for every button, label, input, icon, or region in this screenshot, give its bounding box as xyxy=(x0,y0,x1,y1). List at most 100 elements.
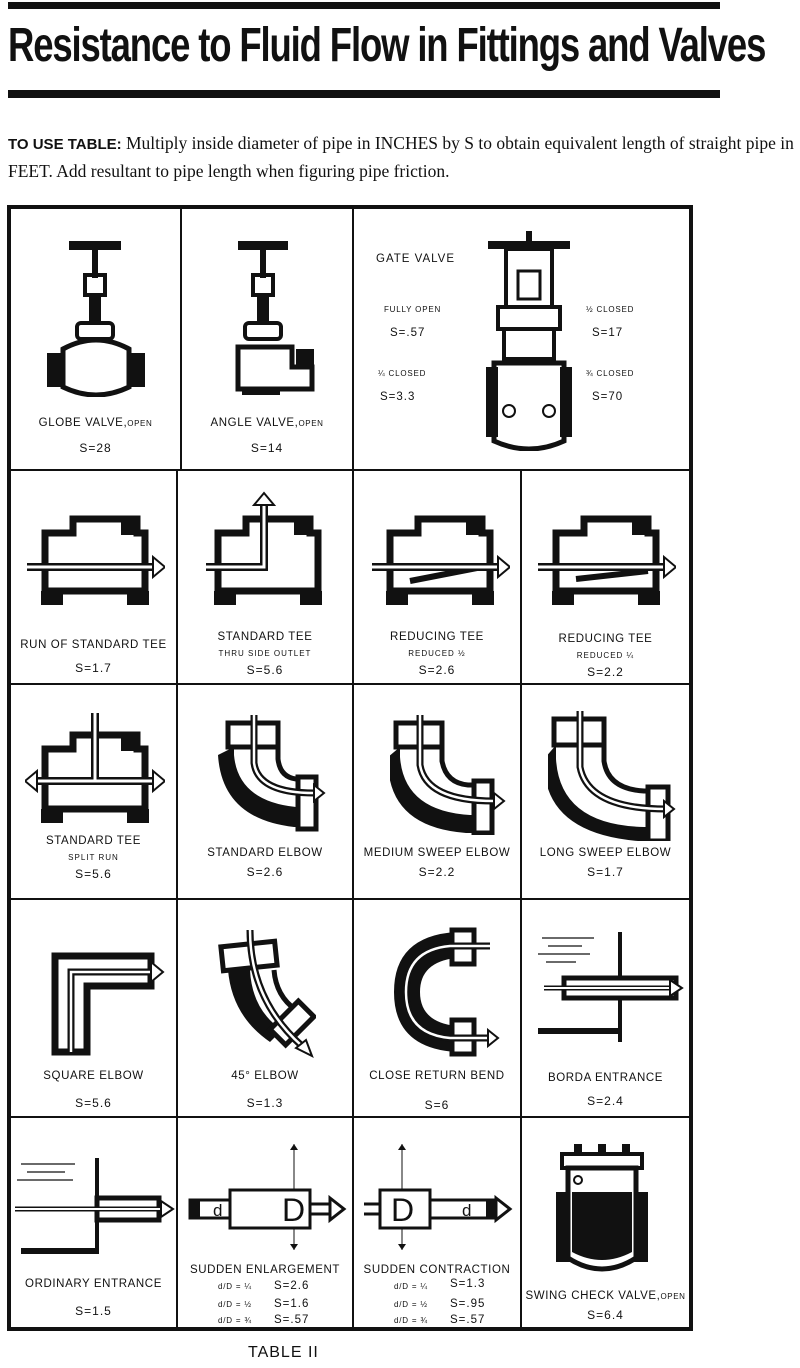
cell-ordinary-entrance: ORDINARY ENTRANCE S=1.5 xyxy=(11,1118,178,1327)
standard-tee-side-label: STANDARD TEE xyxy=(217,631,313,643)
borda-entrance-s: S=2.4 xyxy=(587,1094,624,1108)
run-tee-icon xyxy=(27,515,165,605)
cell-globe-valve: GLOBE VALVE,OPEN S=28 xyxy=(11,209,182,471)
cell-long-sweep-elbow: LONG SWEEP ELBOW S=1.7 xyxy=(522,685,689,900)
gate-s-three-quarter: S=70 xyxy=(592,391,624,403)
standard-elbow-s: S=2.6 xyxy=(246,865,284,879)
gate-state-three-quarter: ¾ CLOSED xyxy=(586,369,635,378)
run-tee-s: S=1.7 xyxy=(75,661,112,675)
instructions-lead: TO USE TABLE: xyxy=(8,136,122,153)
page-title: Resistance to Fluid Flow in Fittings and… xyxy=(8,19,766,72)
standard-tee-side-s: S=5.6 xyxy=(246,663,284,677)
enlargement-ratio-2: d/D = ½ xyxy=(218,1300,252,1309)
medium-sweep-elbow-icon xyxy=(390,715,506,835)
contraction-ratio-1: d/D = ¼ xyxy=(394,1282,428,1291)
enlargement-ratio-3: d/D = ¾ xyxy=(218,1316,252,1325)
square-elbow-icon xyxy=(51,952,165,1056)
medium-sweep-elbow-s: S=2.2 xyxy=(418,865,456,879)
standard-elbow-label: STANDARD ELBOW xyxy=(207,847,323,859)
angle-valve-icon xyxy=(235,241,315,395)
standard-elbow-icon xyxy=(218,715,326,832)
globe-valve-s: S=28 xyxy=(79,441,112,455)
angle-valve-label: ANGLE VALVE, xyxy=(210,417,299,429)
instructions: TO USE TABLE: Multiply inside diameter o… xyxy=(8,130,798,184)
enlargement-s-3: S=.57 xyxy=(274,1314,310,1326)
gate-state-quarter: ¼ CLOSED xyxy=(378,369,427,378)
globe-valve-label: GLOBE VALVE, xyxy=(38,417,128,429)
standard-tee-split-s: S=5.6 xyxy=(75,867,112,881)
sudden-enlargement-label: SUDDEN ENLARGEMENT xyxy=(189,1264,341,1276)
contraction-ratio-2: d/D = ½ xyxy=(394,1300,428,1309)
forty-five-elbow-label: 45° ELBOW xyxy=(231,1070,299,1082)
square-elbow-label: SQUARE ELBOW xyxy=(43,1070,144,1082)
close-return-bend-label: CLOSE RETURN BEND xyxy=(369,1070,505,1082)
contraction-ratio-3: d/D = ¾ xyxy=(394,1316,428,1325)
cell-sudden-enlargement: d D SUDDEN ENLARGEMENT d/D = ¼ S=2.6 d/D… xyxy=(178,1118,354,1327)
standard-tee-split-sub: SPLIT RUN xyxy=(68,853,119,862)
ordinary-entrance-icon xyxy=(15,1158,175,1254)
close-return-bend-icon xyxy=(394,927,500,1057)
cell-sudden-contraction: D d SUDDEN CONTRACTION d/D = ¼ S=1.3 d/D… xyxy=(354,1118,522,1327)
enlargement-big-letter: D xyxy=(282,1192,307,1228)
cell-standard-tee-side: STANDARD TEE THRU SIDE OUTLET S=5.6 xyxy=(178,471,354,685)
cell-reducing-tee-half: REDUCING TEE REDUCED ½ S=2.6 xyxy=(354,471,522,685)
reducing-tee-quarter-icon xyxy=(538,515,676,605)
ordinary-entrance-s: S=1.5 xyxy=(75,1304,112,1318)
contraction-big-letter: D xyxy=(391,1192,416,1228)
reducing-tee-half-s: S=2.6 xyxy=(418,663,456,677)
forty-five-elbow-s: S=1.3 xyxy=(246,1096,284,1110)
gate-valve-icon xyxy=(486,231,572,451)
gate-valve-label: GATE VALVE xyxy=(376,253,456,265)
run-tee-label: RUN OF STANDARD TEE xyxy=(20,639,167,651)
cell-swing-check-valve: SWING CHECK VALVE,OPEN S=6.4 xyxy=(522,1118,689,1327)
cell-standard-tee-split: STANDARD TEE SPLIT RUN S=5.6 xyxy=(11,685,178,900)
enlargement-s-2: S=1.6 xyxy=(274,1298,310,1310)
close-return-bend-s: S=6 xyxy=(424,1098,450,1112)
sudden-contraction-label: SUDDEN CONTRACTION xyxy=(363,1264,511,1276)
globe-valve-note: OPEN xyxy=(127,419,153,428)
borda-entrance-icon xyxy=(538,932,684,1042)
cell-borda-entrance: BORDA ENTRANCE S=2.4 xyxy=(522,900,689,1118)
reducing-tee-half-label: REDUCING TEE xyxy=(390,631,484,643)
swing-check-valve-label: SWING CHECK VALVE, xyxy=(525,1290,661,1302)
top-rule xyxy=(8,2,720,9)
long-sweep-elbow-icon xyxy=(548,711,676,841)
forty-five-elbow-icon xyxy=(218,930,316,1059)
ordinary-entrance-label: ORDINARY ENTRANCE xyxy=(25,1278,162,1290)
fittings-table: GLOBE VALVE,OPEN S=28 ANGLE VALVE,OPEN S… xyxy=(7,205,693,1331)
medium-sweep-elbow-label: MEDIUM SWEEP ELBOW xyxy=(363,847,511,859)
cell-medium-sweep-elbow: MEDIUM SWEEP ELBOW S=2.2 xyxy=(354,685,522,900)
standard-tee-side-icon xyxy=(206,491,322,605)
reducing-tee-quarter-sub: REDUCED ¼ xyxy=(576,651,635,660)
angle-valve-s: S=14 xyxy=(250,441,284,455)
standard-tee-split-label: STANDARD TEE xyxy=(46,835,141,847)
square-elbow-s: S=5.6 xyxy=(75,1096,112,1110)
cell-close-return-bend: CLOSE RETURN BEND S=6 xyxy=(354,900,522,1118)
contraction-small-letter: d xyxy=(462,1201,473,1220)
contraction-s-2: S=.95 xyxy=(450,1298,486,1310)
swing-check-valve-s: S=6.4 xyxy=(587,1308,624,1322)
gate-state-half: ½ CLOSED xyxy=(586,305,635,314)
gate-s-fully-open: S=.57 xyxy=(390,327,426,339)
cell-45-elbow: 45° ELBOW S=1.3 xyxy=(178,900,354,1118)
cell-run-of-standard-tee: RUN OF STANDARD TEE S=1.7 xyxy=(11,471,178,685)
table-caption: TABLE II xyxy=(248,1344,319,1361)
reducing-tee-half-sub: REDUCED ½ xyxy=(408,649,466,658)
cell-angle-valve: ANGLE VALVE,OPEN S=14 xyxy=(182,209,354,471)
cell-gate-valve: GATE VALVE FULLY OPEN S=.57 ¼ CLOSED S=3… xyxy=(354,209,689,471)
swing-check-valve-icon xyxy=(556,1144,648,1272)
standard-tee-split-icon xyxy=(25,713,165,823)
contraction-s-1: S=1.3 xyxy=(450,1278,486,1290)
instructions-text: Multiply inside diameter of pipe in INCH… xyxy=(8,133,794,181)
swing-check-valve-note: OPEN xyxy=(660,1292,686,1301)
long-sweep-elbow-s: S=1.7 xyxy=(587,865,624,879)
angle-valve-note: OPEN xyxy=(298,419,324,428)
cell-standard-elbow: STANDARD ELBOW S=2.6 xyxy=(178,685,354,900)
enlargement-ratio-1: d/D = ¼ xyxy=(218,1282,252,1291)
sudden-contraction-icon xyxy=(364,1144,513,1250)
cell-square-elbow: SQUARE ELBOW S=5.6 xyxy=(11,900,178,1118)
gate-s-quarter: S=3.3 xyxy=(380,391,416,403)
reducing-tee-half-icon xyxy=(372,515,510,605)
gate-state-fully-open: FULLY OPEN xyxy=(384,305,442,314)
enlargement-s-1: S=2.6 xyxy=(274,1280,310,1292)
